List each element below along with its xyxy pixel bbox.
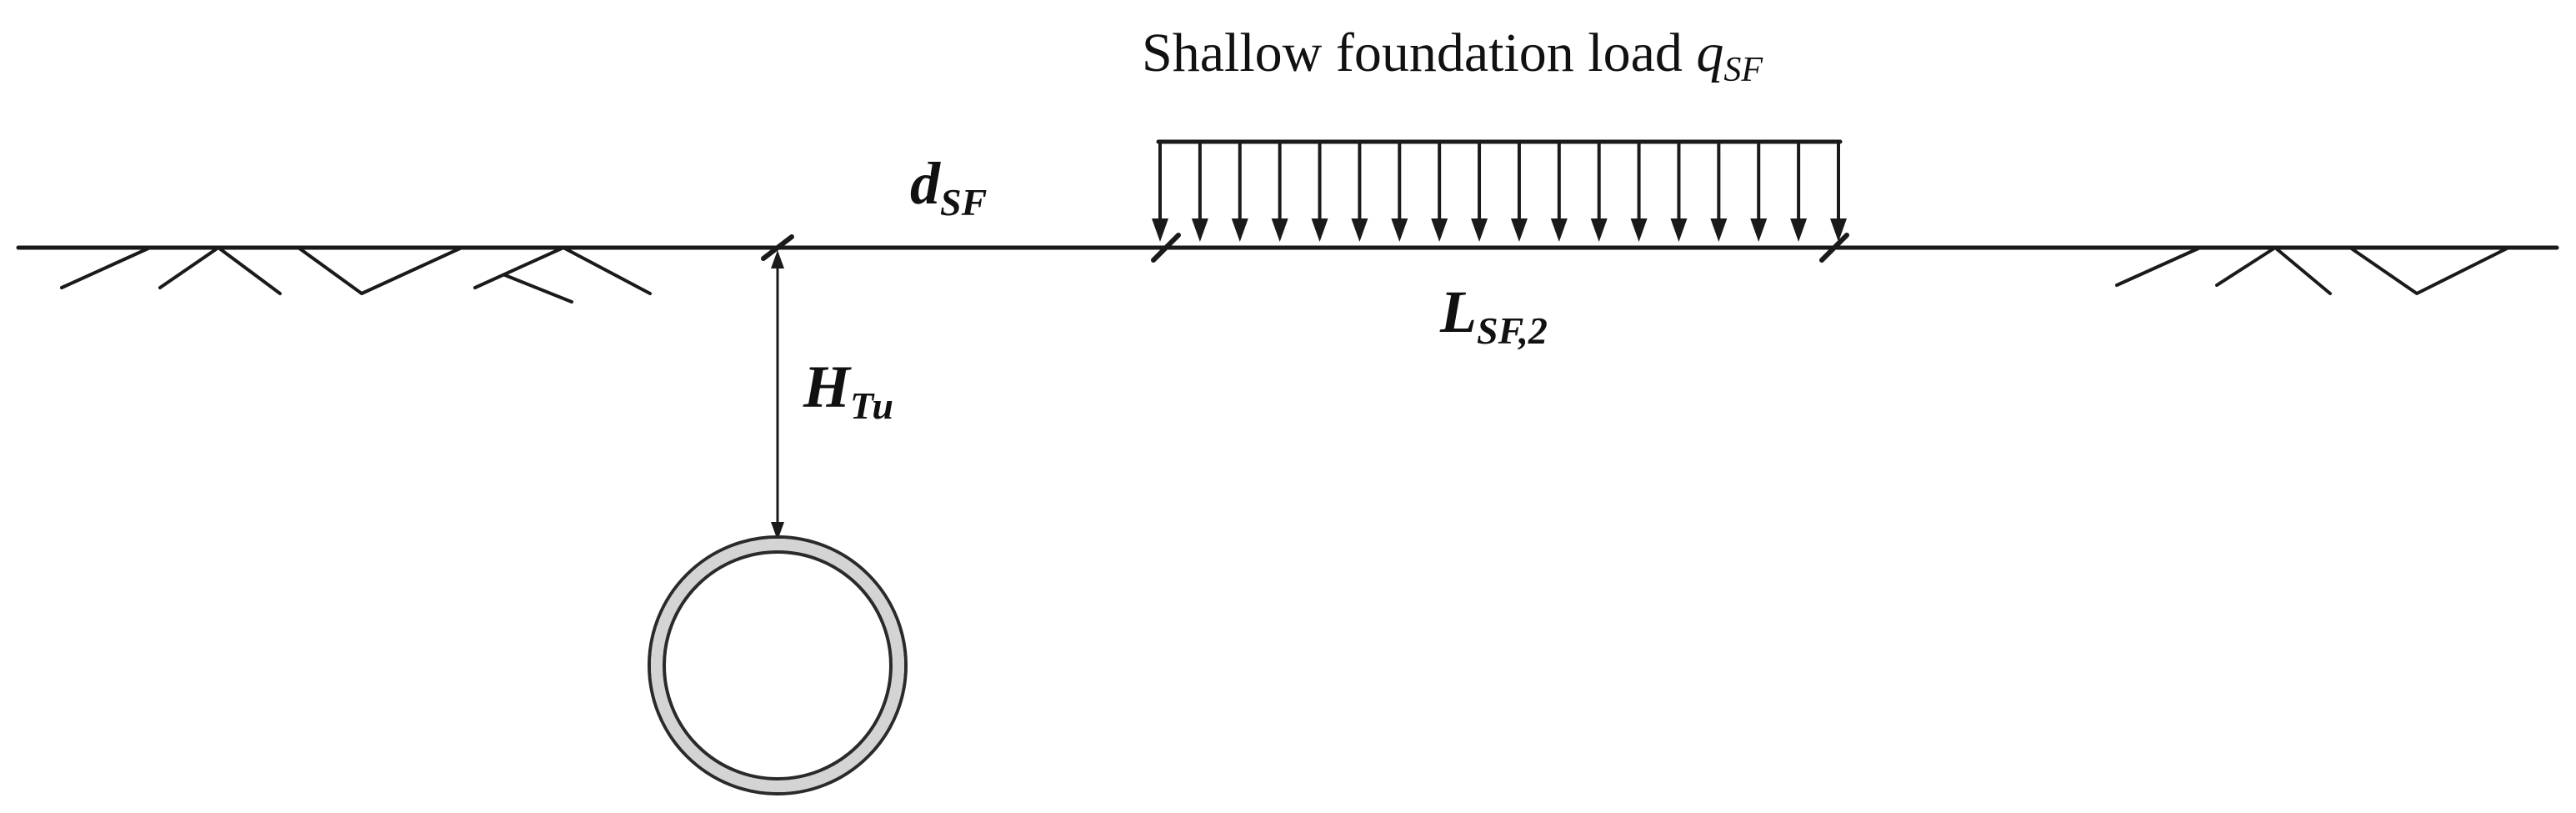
depth-arrow-bottom [771, 522, 784, 540]
load-arrow-head [1510, 218, 1528, 242]
tunnel-lining [648, 535, 908, 795]
load-arrows [1152, 142, 1847, 242]
load-arrow-head [1471, 218, 1488, 242]
load-arrow-head [1271, 218, 1288, 242]
load-arrow-head [1191, 218, 1208, 242]
load-title: Shallow foundation load qSF [1142, 23, 1763, 89]
tunnel-depth-main: H [803, 354, 852, 420]
load-title-text: Shallow foundation load [1142, 23, 1696, 83]
load-arrow-head [1590, 218, 1608, 242]
load-arrow-head [1630, 218, 1648, 242]
tunnel-depth-sub: Tu [850, 384, 893, 427]
tunnel-depth-dimension [761, 234, 794, 540]
load-arrow-head [1550, 218, 1568, 242]
embedment-depth-main: d [910, 150, 941, 217]
load-arrow-head [1152, 218, 1168, 242]
load-arrow-head [1391, 218, 1408, 242]
load-arrow-head [1351, 218, 1368, 242]
load-title-symbol-sub: SF [1723, 51, 1763, 89]
load-arrow-head [1431, 218, 1448, 242]
depth-tick [761, 234, 794, 261]
load-arrow-head [1830, 218, 1847, 242]
soil-hatch-left [60, 246, 652, 304]
load-arrow-head [1710, 218, 1728, 242]
embedment-depth-sub: SF [940, 181, 987, 223]
soil-hatch-right [2115, 246, 2510, 295]
foundation-length-sub: SF,2 [1477, 309, 1548, 352]
tunnel-depth-label: HTu [803, 354, 893, 427]
embedment-depth-label: dSF [910, 150, 987, 223]
load-arrow-head [1231, 218, 1248, 242]
foundation-length-label: LSF,2 [1439, 279, 1548, 352]
tunnel-inner-ring [663, 550, 893, 780]
foundation-length-main: L [1439, 279, 1477, 345]
load-arrow-head [1750, 218, 1768, 242]
foundation-left-edge-tick [1151, 233, 1181, 263]
load-arrow-head [1790, 218, 1808, 242]
distributed-load [1152, 139, 1847, 242]
depth-arrow-top [771, 250, 784, 268]
tunnel-ring-fill [651, 539, 904, 792]
load-arrow-head [1670, 218, 1688, 242]
tunnel-outer-ring [648, 535, 908, 795]
load-title-symbol: q [1696, 23, 1723, 83]
foundation-right-edge-tick [1819, 233, 1849, 263]
load-arrow-head [1311, 218, 1328, 242]
